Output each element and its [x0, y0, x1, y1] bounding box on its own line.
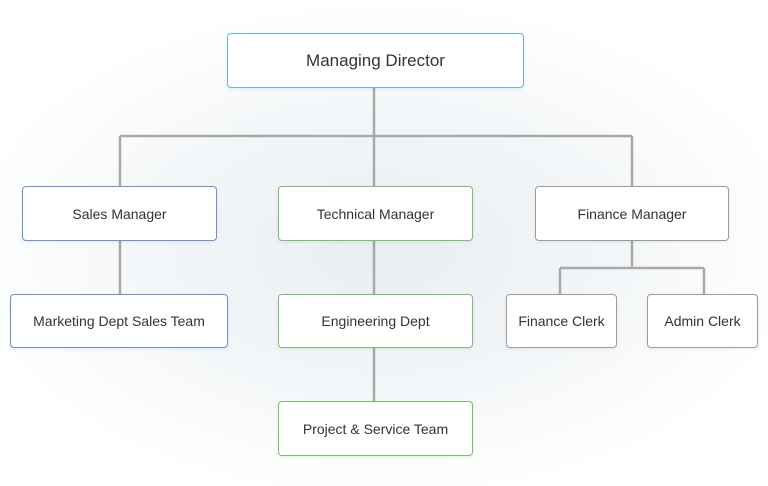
node-managing-director: Managing Director [227, 33, 524, 88]
node-technical-manager: Technical Manager [278, 186, 473, 241]
node-label: Project & Service Team [302, 420, 449, 437]
node-sales-manager: Sales Manager [22, 186, 217, 241]
node-label: Technical Manager [316, 205, 435, 222]
node-label: Engineering Dept [321, 313, 430, 329]
node-engineering-dept: Engineering Dept [278, 294, 473, 348]
node-admin-clerk: Admin Clerk [647, 294, 758, 348]
node-label: Finance Clerk [518, 313, 605, 329]
node-finance-clerk: Finance Clerk [506, 294, 617, 348]
node-label: Finance Manager [577, 205, 687, 222]
node-label: Managing Director [306, 50, 445, 70]
node-label: Admin Clerk [664, 313, 741, 329]
node-marketing-sales-team: Marketing Dept Sales Team [10, 294, 228, 348]
node-project-service-team: Project & Service Team [278, 401, 473, 456]
node-label: Sales Manager [72, 205, 167, 222]
node-label: Marketing Dept Sales Team [33, 313, 205, 329]
node-finance-manager: Finance Manager [535, 186, 729, 241]
